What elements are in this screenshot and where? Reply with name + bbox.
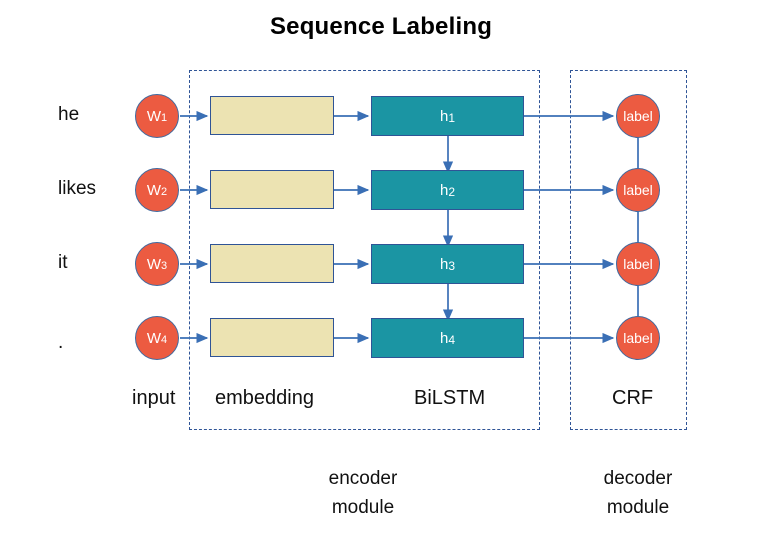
token-node-1-subscript: 1 — [161, 111, 168, 124]
lstm-cell-4-text: h — [439, 329, 449, 347]
label-node-2: label — [616, 168, 660, 212]
label-node-1: label — [616, 94, 660, 138]
input-word-3: it — [58, 252, 68, 273]
page-title: Sequence Labeling — [269, 13, 493, 40]
encoder-module-boundary — [189, 70, 540, 430]
token-node-2-text: W — [146, 181, 162, 199]
input-word-2: likes — [58, 178, 97, 199]
column-label-input: input — [132, 387, 176, 409]
lstm-cell-2-text: h — [439, 181, 449, 199]
decoder-module-boundary — [570, 70, 687, 430]
label-node-3: label — [616, 242, 660, 286]
encoder-module-caption: encoder module — [328, 468, 398, 519]
embedding-box-3 — [210, 244, 334, 283]
embedding-box-1 — [210, 96, 334, 135]
input-word-4: . — [58, 332, 64, 353]
lstm-cell-1-text: h — [439, 107, 449, 125]
lstm-cell-2-subscript: 2 — [448, 185, 456, 199]
token-node-1-text: W — [146, 107, 162, 125]
token-node-4-text: W — [146, 329, 162, 347]
column-label-crf: CRF — [612, 387, 654, 409]
embedding-box-2 — [210, 170, 334, 209]
token-node-4-subscript: 4 — [161, 333, 168, 346]
lstm-cell-4-subscript: 4 — [448, 333, 456, 347]
column-label-embedding: embedding — [215, 387, 314, 409]
token-node-2-subscript: 2 — [161, 185, 168, 198]
token-node-3-subscript: 3 — [161, 259, 168, 272]
label-node-4: label — [616, 316, 660, 360]
decoder-module-caption: decoder module — [603, 468, 673, 519]
column-label-bilstm: BiLSTM — [414, 387, 486, 409]
lstm-cell-3-text: h — [439, 255, 449, 273]
lstm-cell-1-subscript: 1 — [448, 111, 456, 125]
input-word-1: he — [58, 104, 80, 125]
embedding-box-4 — [210, 318, 334, 357]
lstm-cell-3-subscript: 3 — [448, 259, 456, 273]
token-node-3-text: W — [146, 255, 162, 273]
